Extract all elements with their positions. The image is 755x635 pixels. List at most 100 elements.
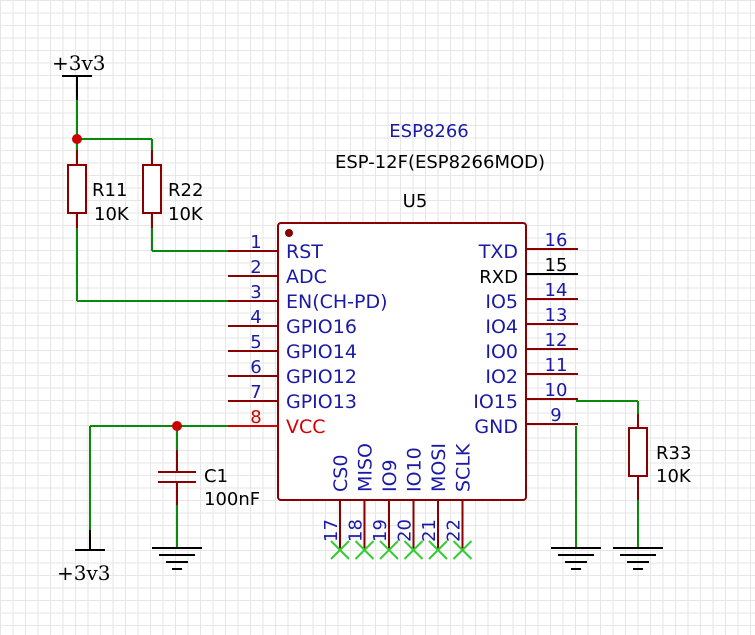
no-connect-mark xyxy=(379,540,399,560)
resistor-r22[interactable]: R22 10K xyxy=(142,150,204,228)
r33-ref: R33 xyxy=(656,443,691,464)
pin-rst[interactable]: 1 RST xyxy=(228,232,323,263)
pin-number: 7 xyxy=(250,382,261,403)
no-connect-mark xyxy=(330,540,350,560)
power-label-top: +3v3 xyxy=(52,51,106,75)
component-family: ESP8266 xyxy=(389,121,468,142)
pin-number: 1 xyxy=(250,232,261,253)
ground-symbol-cap xyxy=(152,547,202,570)
pin-label: IO0 xyxy=(485,341,518,363)
pin-number: 20 xyxy=(395,519,416,542)
pin1-marker xyxy=(285,229,293,237)
pin-label: SCLK xyxy=(453,443,475,492)
no-connect-mark xyxy=(428,540,448,560)
pin-number: 16 xyxy=(545,230,568,251)
pin-number: 13 xyxy=(545,305,568,326)
pin-label: ADC xyxy=(286,266,327,288)
pin-label: VCC xyxy=(286,416,326,438)
component-part: ESP-12F(ESP8266MOD) xyxy=(335,152,545,173)
pin-io10[interactable]: IO10 20 xyxy=(395,447,426,560)
pin-gpio14[interactable]: 5 GPIO14 xyxy=(228,332,357,363)
r22-value: 10K xyxy=(168,204,204,225)
pin-number: 11 xyxy=(545,355,568,376)
pin-adc[interactable]: 2 ADC xyxy=(228,257,327,288)
pin-label: GPIO14 xyxy=(286,341,357,363)
ground-symbol-right xyxy=(551,547,601,570)
pin-label: IO5 xyxy=(485,291,518,313)
power-symbol-top[interactable]: +3v3 xyxy=(52,51,106,100)
pin-sclk[interactable]: SCLK 22 xyxy=(444,443,475,560)
pin-number: 19 xyxy=(370,519,391,542)
pin-number: 17 xyxy=(321,519,342,542)
pin-miso[interactable]: MISO 18 xyxy=(346,443,377,560)
esp-module-body[interactable] xyxy=(277,222,527,501)
pin-number: 21 xyxy=(419,519,440,542)
pin-number: 2 xyxy=(250,257,261,278)
component-designator: U5 xyxy=(403,191,428,212)
pin-number: 22 xyxy=(444,519,465,542)
resistor-r11[interactable]: R11 10K xyxy=(67,150,130,228)
no-connect-mark xyxy=(452,540,473,560)
power-label-bottom: +3v3 xyxy=(57,561,111,585)
pin-label: RXD xyxy=(479,267,518,288)
pin-label: IO10 xyxy=(404,447,426,492)
power-symbol-bottom[interactable]: +3v3 xyxy=(57,530,111,585)
pin-label: GPIO12 xyxy=(286,366,357,388)
pin-label: RST xyxy=(286,241,323,263)
pin-label: IO15 xyxy=(473,391,518,413)
pin-number: 5 xyxy=(250,332,261,353)
pin-number: 12 xyxy=(545,330,568,351)
pin-gpio13[interactable]: 7 GPIO13 xyxy=(228,382,357,413)
pin-number: 10 xyxy=(545,380,568,401)
resistor-r33[interactable]: R33 10K xyxy=(628,414,692,500)
pin-gpio12[interactable]: 6 GPIO12 xyxy=(228,357,357,388)
pin-label: IO4 xyxy=(485,316,518,338)
pin-cs0[interactable]: CS0 17 xyxy=(321,455,352,560)
c1-ref: C1 xyxy=(204,466,228,487)
r33-value: 10K xyxy=(656,466,692,487)
pin-label: GPIO16 xyxy=(286,316,357,338)
pin-number: 14 xyxy=(545,280,568,301)
c1-value: 100nF xyxy=(204,489,260,510)
bottom-pin-group: CS0 17 MISO 18 IO9 19 IO10 20 MOSI 21 SCLK 22 xyxy=(321,443,475,560)
capacitor-c1[interactable]: C1 100nF xyxy=(158,450,260,510)
pin-number: 9 xyxy=(550,405,561,426)
pin-label: EN(CH-PD) xyxy=(286,291,388,313)
ground-symbol-r33 xyxy=(613,547,663,570)
r22-ref: R22 xyxy=(168,180,203,201)
pin-label: GND xyxy=(474,416,518,438)
pin-label: TXD xyxy=(478,241,518,263)
pin-label: MOSI xyxy=(428,443,450,492)
junction-dot-top xyxy=(72,134,82,144)
pin-number: 18 xyxy=(346,519,367,542)
pin-mosi[interactable]: MOSI 21 xyxy=(419,443,450,560)
pin-number: 6 xyxy=(250,357,261,378)
pin-label: GPIO13 xyxy=(286,391,357,413)
no-connect-mark xyxy=(403,540,424,560)
pin-gpio16[interactable]: 4 GPIO16 xyxy=(228,307,357,338)
pin-number: 3 xyxy=(250,282,261,303)
no-connect-mark xyxy=(354,540,375,560)
pin-enchpd[interactable]: 3 EN(CH-PD) xyxy=(228,282,388,313)
pin-label: MISO xyxy=(355,443,377,492)
pin-label: IO9 xyxy=(379,459,401,492)
pin-io9[interactable]: IO9 19 xyxy=(370,459,401,560)
junction-dot-vcc xyxy=(172,421,182,431)
pin-vcc[interactable]: 8 VCC xyxy=(228,407,326,438)
r11-ref: R11 xyxy=(92,180,127,201)
pin-number: 8 xyxy=(250,407,261,428)
pin-label: CS0 xyxy=(330,455,352,492)
pin-label: IO2 xyxy=(485,366,518,388)
r11-value: 10K xyxy=(94,204,130,225)
pin-number: 4 xyxy=(250,307,261,328)
